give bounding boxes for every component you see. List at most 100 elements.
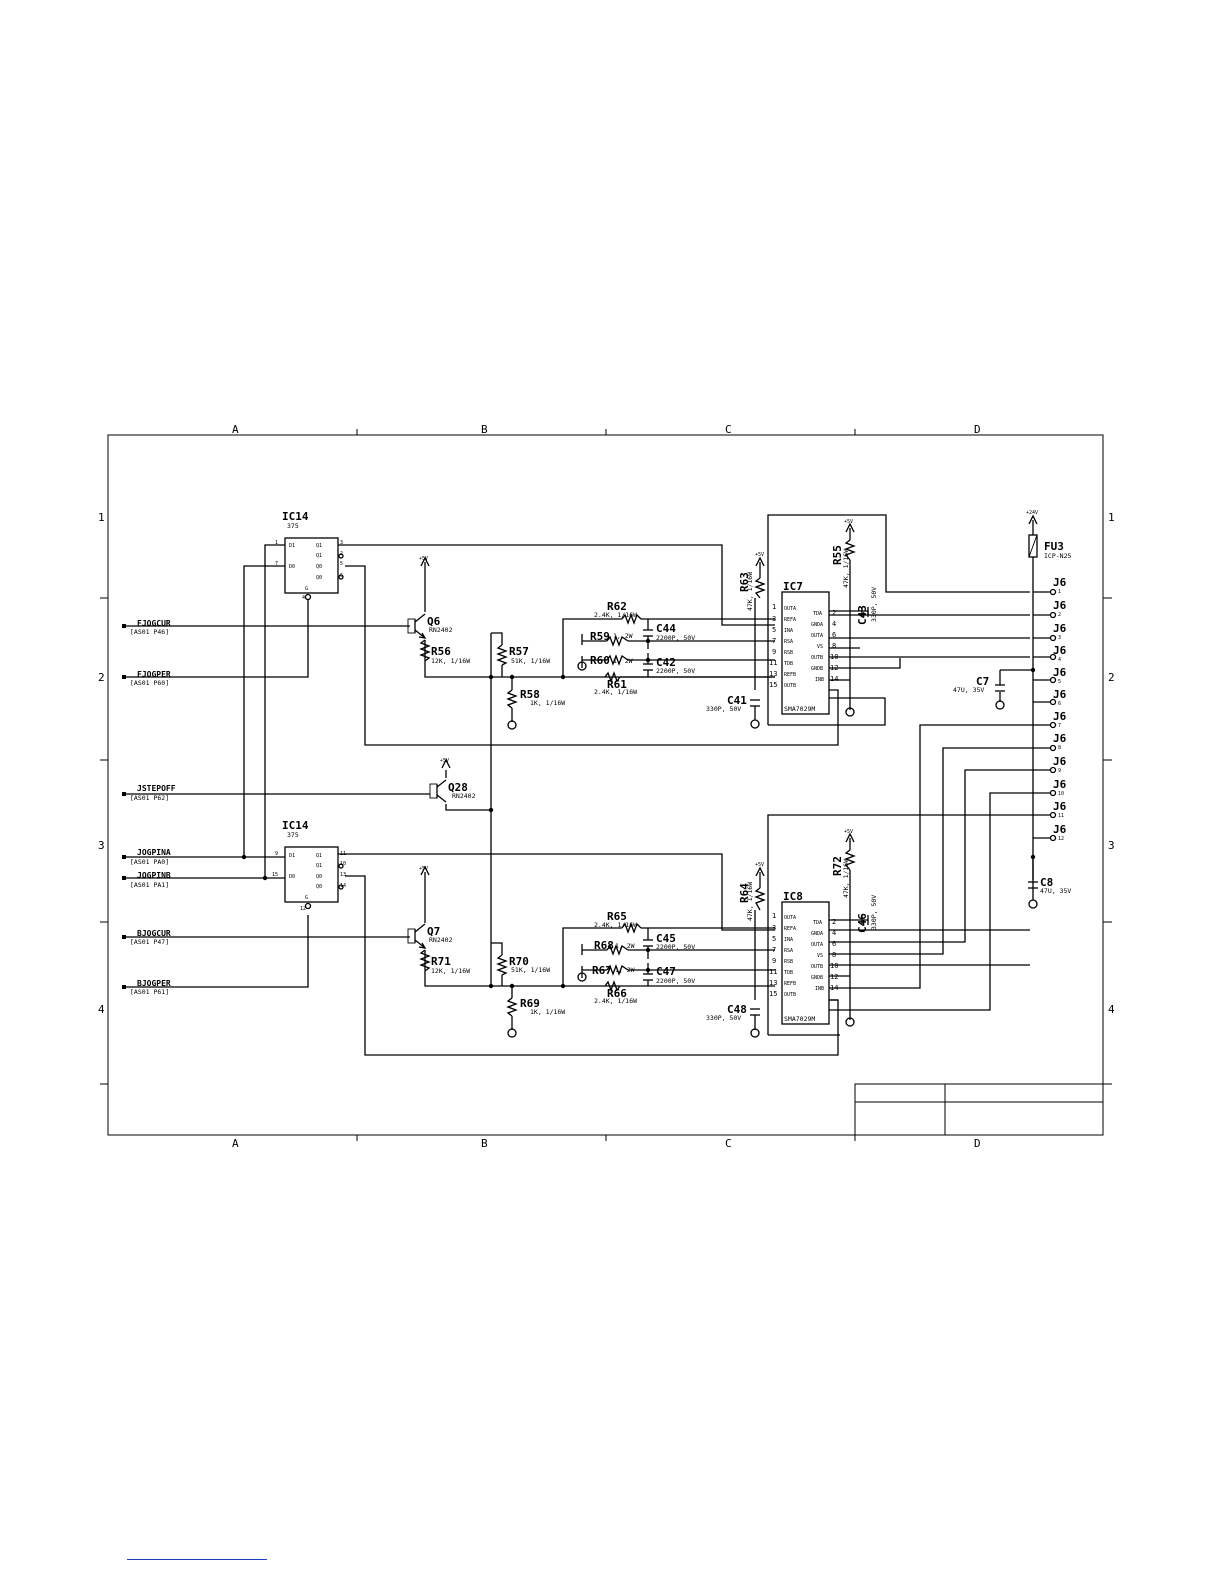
r72-value: 47K, 1/16W [842, 859, 850, 898]
j6-pin-2-name: J6 [1053, 599, 1067, 612]
ic7-pin-tdb: TDB [784, 661, 793, 667]
junction-dots [241, 638, 1036, 989]
ic14-bottom-pinnum-15: 15 [272, 872, 278, 878]
ic7-pinnum-3: 3 [772, 615, 776, 623]
ic14-bottom-pin-g: G [305, 895, 308, 901]
ic8-pin-outa-r: OUTA [811, 942, 823, 948]
c42-name: C42 [656, 656, 676, 669]
supply-arrows: +5V +5V +5V +5V +5V +5V +5V [419, 510, 1038, 888]
ic14-top-pin-d1: D1 [289, 543, 295, 549]
c8-value: 47U, 35V [1040, 887, 1071, 895]
j6-pin-2-num: 2 [1058, 612, 1061, 618]
vcc-q6-label: +5V [419, 556, 428, 562]
vcc-arrow-q7: +5V [419, 865, 430, 876]
r60-value: 1, 2W [613, 657, 633, 665]
signal-jogpinb-ref: [AS01 PA1] [130, 881, 169, 889]
vcc-arrow-q28: +5V [440, 758, 451, 769]
grid-row-4-right: 4 [1108, 1003, 1115, 1016]
signal-jogpinb-name: JOGPINB [137, 871, 171, 880]
ic8-pin-outa: OUTA [784, 915, 796, 921]
j6-pin-5-name: J6 [1053, 666, 1067, 679]
r68-name: R68 [594, 939, 614, 952]
r57-name: R57 [509, 645, 529, 658]
vcc-arrow-q6: +5V [419, 556, 430, 567]
ic8-pinnum-8: 8 [832, 951, 836, 959]
r69-value: 1K, 1/16W [530, 1008, 565, 1016]
ground-ic7 [845, 707, 855, 717]
grid-row-2-left: 2 [98, 671, 105, 684]
grid-row-3-right: 3 [1108, 839, 1115, 852]
r63-name: R63 [738, 572, 751, 592]
ic7-driver: IC7 SMA7029M OUTA REFA INA RSA RSB TDB R… [769, 580, 838, 715]
vcc-arrow-r72: +5V [844, 829, 855, 850]
signal-bjogcur: BJOGCUR [AS01 P47] [122, 929, 171, 946]
r65-name: R65 [607, 910, 627, 923]
j6-pin-12-name: J6 [1053, 823, 1067, 836]
c47-name: C47 [656, 965, 676, 978]
ic14-bottom-pin-d1: D1 [289, 853, 295, 859]
ic7-pin-outa-r: OUTA [811, 633, 823, 639]
ic14-top-pin-q1: Q1 [316, 543, 322, 549]
r62-name: R62 [607, 600, 627, 613]
q7-part: RN2402 [429, 936, 453, 944]
vcc-q7-label: +5V [419, 866, 428, 872]
vcc-arrow-r55: +5V [844, 519, 855, 540]
ic7-pin-outb: OUTB [784, 683, 796, 689]
vcc-arrow-24v: +24V [1026, 510, 1038, 525]
grid-col-a-top: A [232, 423, 239, 436]
c46-name: C46 [856, 913, 869, 933]
ic7-pinnum-9: 9 [772, 648, 776, 656]
ic14-bottom-pinnum-11: 11 [340, 851, 346, 857]
signal-bjogper-name: BJOGPER [137, 979, 171, 988]
ic8-pin-gnda: GNDA [811, 931, 823, 937]
ic8-pinnum-5: 5 [772, 935, 776, 943]
signal-jstepoff: JSTEPOFF [AS01 P62] [122, 784, 176, 802]
grid-row-2-right: 2 [1108, 671, 1115, 684]
r61-name: R61 [607, 678, 627, 691]
r65-value: 2.4K, 1/16W [594, 921, 637, 929]
j6-pin-9: J6 9 [1049, 755, 1067, 774]
ic8-pinnum-1: 1 [772, 912, 776, 920]
ic7-pin-outa: OUTA [784, 606, 796, 612]
ground-c41 [750, 719, 760, 729]
ground-c7 [995, 700, 1005, 710]
ic14-bottom-pin-q1: Q1 [316, 853, 322, 859]
ic7-pin-numbers: 1 3 5 7 9 11 13 15 2 4 6 8 10 12 14 [769, 603, 838, 689]
ground-r58 [507, 720, 517, 730]
j6-pin-10-num: 10 [1058, 791, 1064, 797]
ic7-name: IC7 [783, 580, 803, 593]
signal-fjogcur-name: FJOGCUR [137, 619, 171, 628]
j6-pin-9-name: J6 [1053, 755, 1067, 768]
ic14-bottom-pin-q0n: Q0 [316, 884, 322, 890]
grid-row-1-left: 1 [98, 511, 105, 524]
r56-name: R56 [431, 645, 451, 658]
ic7-pinnum-10: 10 [830, 653, 838, 661]
r60-name: R60 [590, 654, 610, 667]
ic7-part: SMA7029M [784, 705, 815, 713]
ic7-pinnum-11: 11 [769, 659, 777, 667]
j6-pin-7-name: J6 [1053, 710, 1067, 723]
ic8-pin-tdb: TDB [784, 970, 793, 976]
q6-name: Q6 [427, 615, 441, 628]
r67-value: 1, 2W [615, 966, 635, 974]
j6-pin-10-name: J6 [1053, 778, 1067, 791]
ic8-pin-inb: INB [815, 986, 824, 992]
j6-pin-5: J6 5 [1049, 666, 1067, 685]
j6-pin-12: J6 12 [1049, 823, 1067, 842]
ic7-pin-rsa: RSA [784, 639, 793, 645]
ic8-pin-tda: TDA [813, 920, 822, 926]
ic7-pin-rsb: RSB [784, 650, 793, 656]
grid-col-d-top: D [974, 423, 981, 436]
r56-value: 12K, 1/16W [431, 657, 470, 665]
r68-value: 1, 2W [615, 942, 635, 950]
r64-name: R64 [738, 883, 751, 903]
vcc-arrow-r64: +5V [755, 862, 765, 888]
j6-pin-5-num: 5 [1058, 679, 1061, 685]
ic8-pin-refb: REFB [784, 981, 796, 987]
j6-pin-3: J6 3 [1049, 622, 1067, 642]
ic7-pin-ina: INA [784, 628, 793, 634]
grid-col-a-bottom: A [232, 1137, 239, 1150]
vcc-r55-label: +5V [844, 519, 853, 525]
j6-pin-6: J6 6 [1049, 688, 1067, 707]
c42-value: 2200P, 50V [656, 667, 695, 675]
